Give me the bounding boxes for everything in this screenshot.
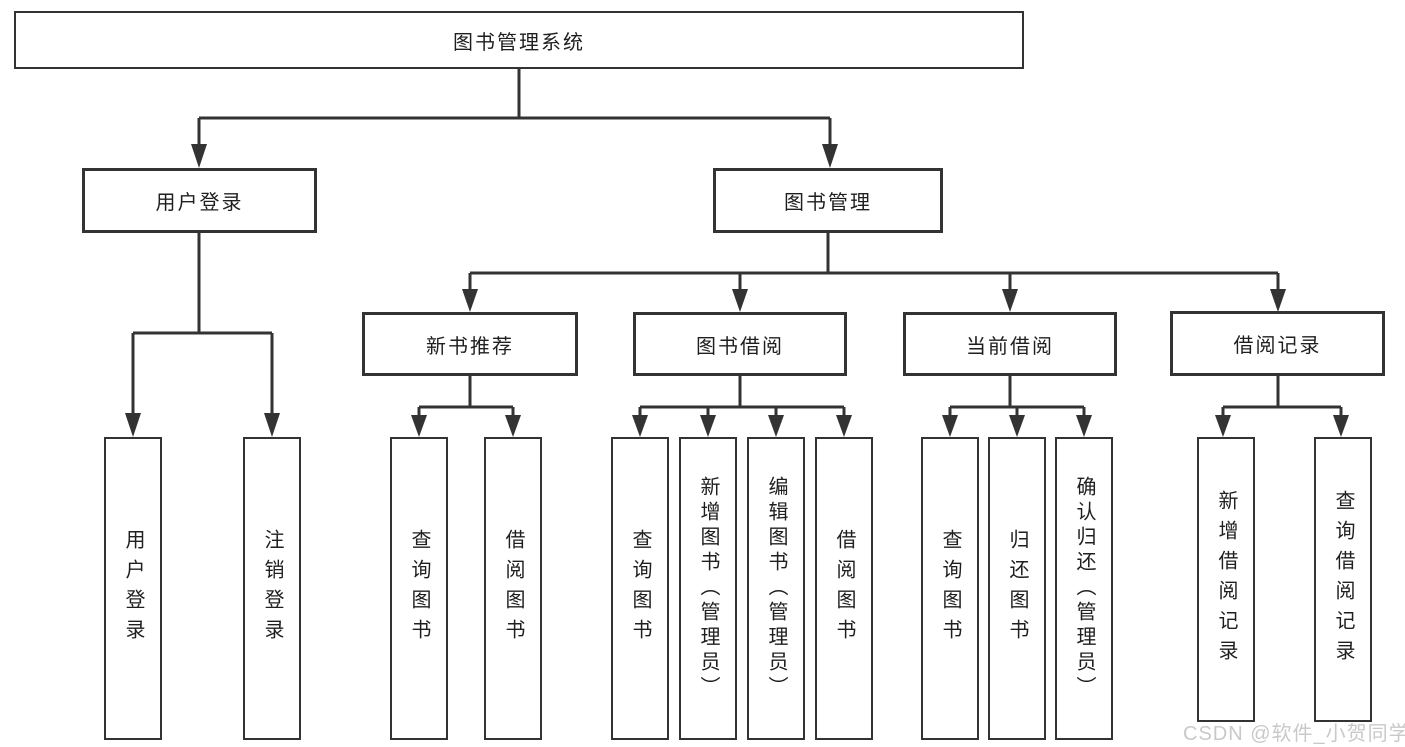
node-current-borrow-label: 当前借阅 xyxy=(966,335,1054,358)
leaf-bb-edit-book-admin: 编辑图书（管理员） xyxy=(747,437,805,740)
leaf-nbr-borrow-book-label: 借阅图书 xyxy=(502,528,524,649)
node-book-management: 图书管理 xyxy=(713,168,943,233)
leaf-cb-return-book-label: 归还图书 xyxy=(1006,528,1028,649)
leaf-br-add-record-label: 新增借阅记录 xyxy=(1215,489,1237,670)
leaf-bb-borrow-book-label: 借阅图书 xyxy=(833,528,855,649)
leaf-bb-borrow-book: 借阅图书 xyxy=(815,437,873,740)
leaf-br-query-record-label: 查询借阅记录 xyxy=(1332,489,1354,670)
leaf-user-login-label: 用户登录 xyxy=(122,528,144,649)
node-root-label: 图书管理系统 xyxy=(453,31,585,54)
leaf-cb-query-book: 查询图书 xyxy=(921,437,979,740)
node-borrow-records-label: 借阅记录 xyxy=(1233,335,1322,357)
leaf-bb-add-book-admin-label: 新增图书（管理员） xyxy=(697,476,719,701)
node-user-login: 用户登录 xyxy=(82,168,317,233)
arrowheads xyxy=(125,144,1349,437)
node-new-book-recommend: 新书推荐 xyxy=(362,312,578,376)
leaf-bb-query-book: 查询图书 xyxy=(611,437,669,740)
csdn-watermark: CSDN @软件_小贺同学 xyxy=(1183,723,1405,745)
leaf-cb-query-book-label: 查询图书 xyxy=(939,528,961,649)
node-user-login-label: 用户登录 xyxy=(155,192,244,214)
leaf-logout-label: 注销登录 xyxy=(261,528,283,649)
node-book-borrow-label: 图书借阅 xyxy=(696,335,784,358)
leaf-cb-confirm-return-admin: 确认归还（管理员） xyxy=(1055,437,1113,740)
leaf-cb-return-book: 归还图书 xyxy=(988,437,1046,740)
node-book-borrow: 图书借阅 xyxy=(633,312,847,376)
leaf-bb-add-book-admin: 新增图书（管理员） xyxy=(679,437,737,740)
leaf-nbr-borrow-book: 借阅图书 xyxy=(484,437,542,740)
leaf-br-add-record: 新增借阅记录 xyxy=(1197,437,1255,722)
node-current-borrow: 当前借阅 xyxy=(903,312,1117,376)
node-root: 图书管理系统 xyxy=(14,11,1024,69)
leaf-logout: 注销登录 xyxy=(243,437,301,740)
leaf-nbr-query-book-label: 查询图书 xyxy=(408,528,430,649)
leaf-user-login: 用户登录 xyxy=(104,437,162,740)
leaf-bb-edit-book-admin-label: 编辑图书（管理员） xyxy=(765,476,787,701)
node-new-book-recommend-label: 新书推荐 xyxy=(426,335,514,358)
node-borrow-records: 借阅记录 xyxy=(1170,311,1385,376)
leaf-nbr-query-book: 查询图书 xyxy=(390,437,448,740)
leaf-br-query-record: 查询借阅记录 xyxy=(1314,437,1372,722)
leaf-bb-query-book-label: 查询图书 xyxy=(629,528,651,649)
leaf-cb-confirm-return-admin-label: 确认归还（管理员） xyxy=(1073,476,1095,701)
node-book-management-label: 图书管理 xyxy=(784,192,872,214)
